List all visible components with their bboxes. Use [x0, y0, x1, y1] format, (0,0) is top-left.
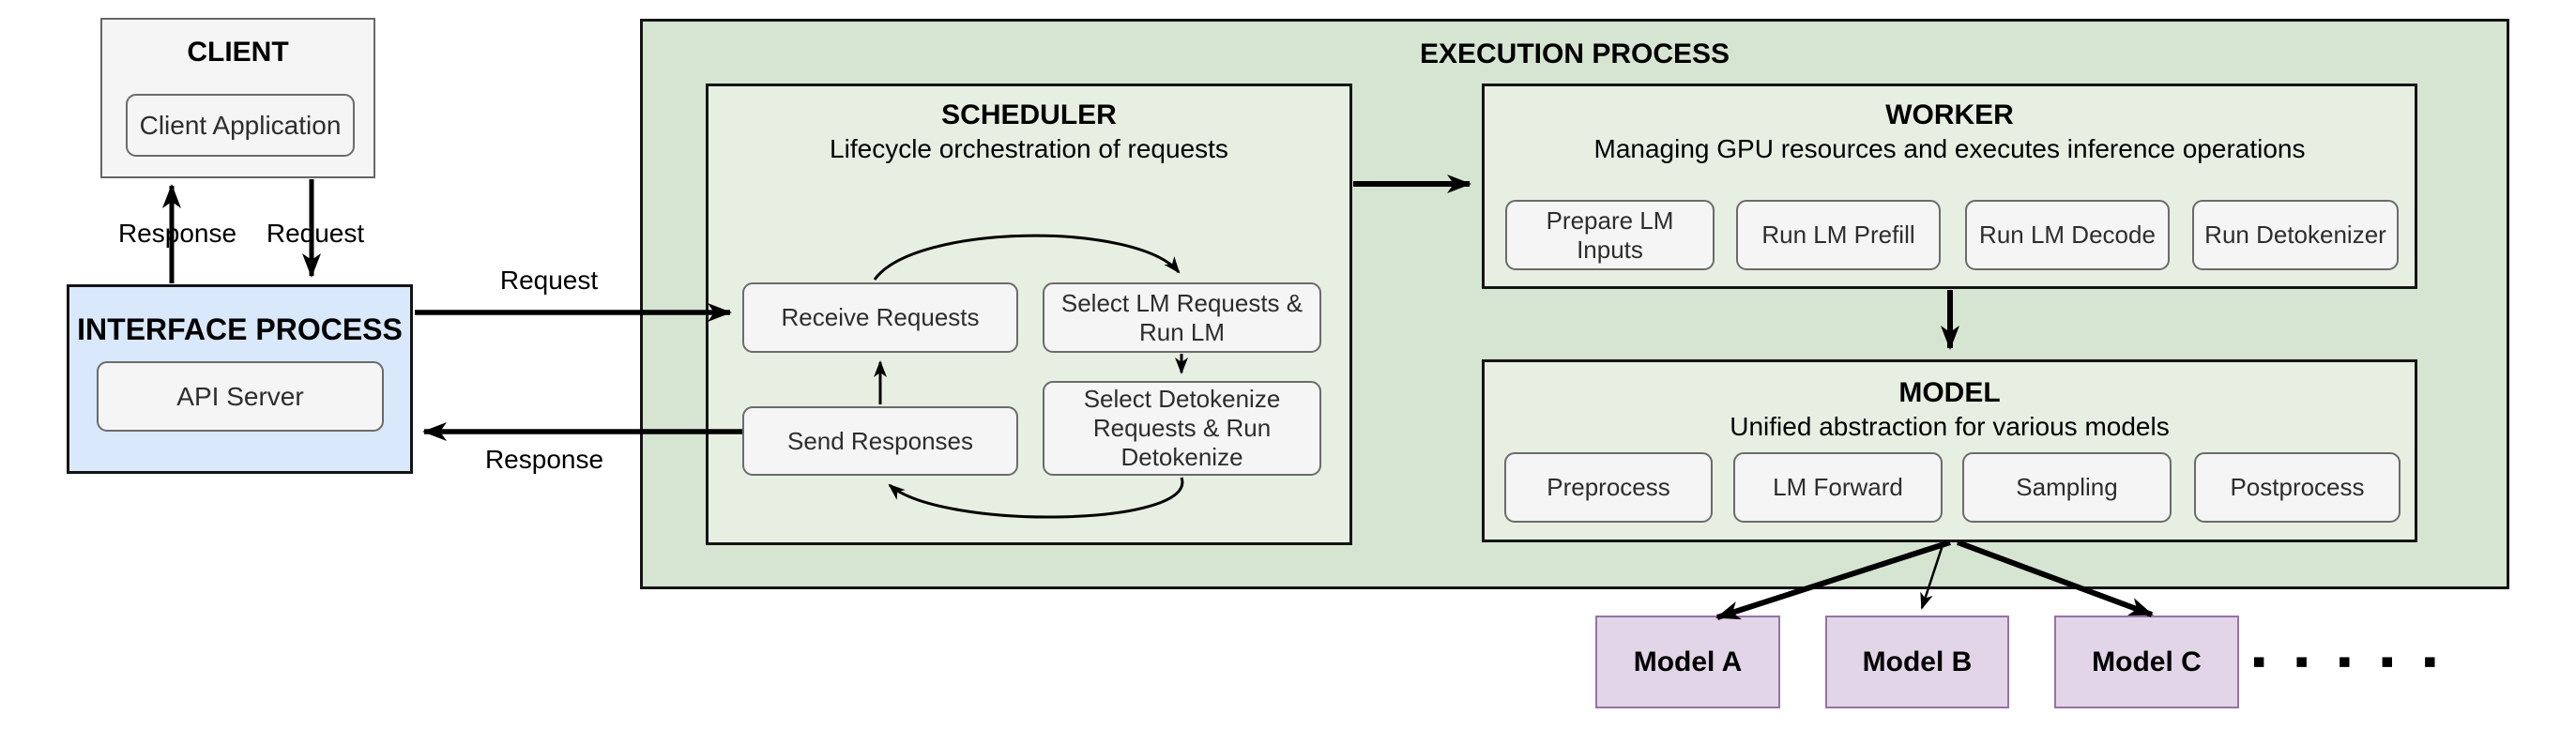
scheduler-node-label: Select Detokenize Requests & Run Detoken…: [1083, 385, 1281, 471]
client-application-node: Client Application: [126, 94, 355, 157]
model-step-postprocess: Postprocess: [2194, 452, 2401, 523]
worker-step-run-lm-prefill: Run LM Prefill: [1736, 200, 1941, 270]
model-title: MODEL: [1898, 377, 2001, 408]
worker-step-run-lm-decode: Run LM Decode: [1965, 200, 2170, 270]
model-c-box: Model C: [2054, 616, 2239, 708]
scheduler-node-select-lm: Select LM Requests & Run LM: [1043, 282, 1321, 353]
model-step-sampling: Sampling: [1962, 452, 2172, 523]
worker-step-label: Run Detokenizer: [2204, 221, 2386, 250]
scheduler-node-select-detokenize: Select Detokenize Requests & Run Detoken…: [1043, 381, 1321, 476]
worker-step-label: Run LM Prefill: [1761, 221, 1915, 250]
model-b-label: Model B: [1862, 646, 1973, 677]
model-step-label: LM Forward: [1773, 473, 1903, 502]
client-application-label: Client Application: [139, 110, 342, 140]
model-subtitle: Unified abstraction for various models: [1730, 412, 2170, 441]
worker-subtitle: Managing GPU resources and executes infe…: [1593, 134, 2306, 163]
api-server-label: API Server: [176, 381, 304, 411]
interface-process-box: INTERFACE PROCESS API Server: [67, 284, 413, 474]
client-response-label: Response: [117, 219, 237, 248]
client-request-label: Request: [266, 219, 365, 248]
interface-request-label: Request: [499, 266, 599, 295]
model-b-box: Model B: [1825, 616, 2009, 708]
scheduler-node-label: Select LM Requests & Run LM: [1060, 288, 1303, 346]
model-a-box: Model A: [1595, 616, 1780, 708]
scheduler-subtitle: Lifecycle orchestration of requests: [830, 134, 1228, 163]
model-step-lm-forward: LM Forward: [1733, 452, 1943, 523]
scheduler-node-label: Send Responses: [786, 426, 974, 455]
model-step-preprocess: Preprocess: [1504, 452, 1713, 523]
scheduler-node-send-responses: Send Responses: [742, 406, 1018, 476]
model-c-label: Model C: [2092, 646, 2202, 677]
scheduler-title: SCHEDULER: [941, 99, 1117, 130]
interface-response-label: Response: [484, 445, 604, 474]
model-step-label: Preprocess: [1547, 473, 1670, 502]
model-step-label: Postprocess: [2230, 473, 2365, 502]
worker-step-run-detokenizer: Run Detokenizer: [2192, 200, 2399, 270]
client-box: CLIENT Client Application: [100, 18, 375, 178]
model-a-label: Model A: [1633, 646, 1743, 677]
scheduler-node-label: Receive Requests: [781, 303, 980, 332]
more-models-ellipsis-icon: ▪ ▪ ▪ ▪ ▪: [2252, 649, 2448, 672]
worker-step-prepare-lm-inputs: Prepare LM Inputs: [1505, 200, 1715, 270]
scheduler-node-receive-requests: Receive Requests: [742, 282, 1018, 353]
execution-process-title: EXECUTION PROCESS: [1419, 38, 1730, 69]
worker-step-label: Run LM Decode: [1979, 221, 2156, 250]
worker-title: WORKER: [1885, 99, 2014, 130]
api-server-node: API Server: [97, 361, 384, 432]
model-step-label: Sampling: [2016, 473, 2118, 502]
worker-step-label: Prepare LM Inputs: [1546, 205, 1674, 264]
interface-process-title: INTERFACE PROCESS: [77, 312, 403, 346]
client-title: CLIENT: [187, 37, 289, 68]
